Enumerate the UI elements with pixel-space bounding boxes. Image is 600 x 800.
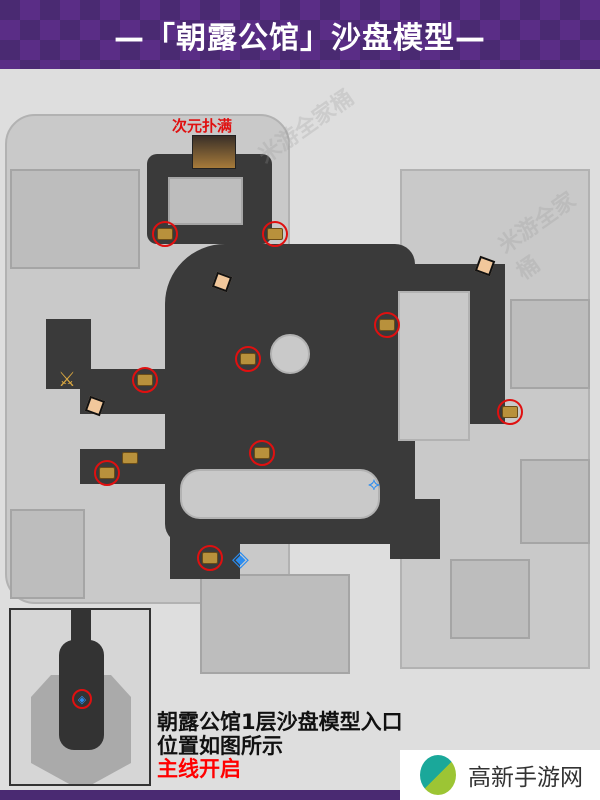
building-s (200, 574, 350, 674)
chest-marker[interactable] (497, 399, 523, 425)
chest-icon (137, 374, 153, 386)
chest-marker[interactable] (197, 545, 223, 571)
boss-label: 次元扑满 (172, 117, 233, 135)
minimap-inset: ◈ (9, 608, 151, 786)
chest-marker[interactable] (262, 221, 288, 247)
chest-icon (267, 228, 283, 240)
chest-marker[interactable] (132, 367, 158, 393)
sword-icon[interactable]: ⚔ (58, 367, 76, 391)
chest-marker[interactable] (152, 221, 178, 247)
site-logo-text: 高新手游网 (468, 765, 583, 791)
chest-icon (379, 319, 395, 331)
page-title: —「朝露公馆」沙盘模型— (114, 20, 486, 56)
minimap-entrance-marker[interactable]: ◈ (72, 689, 92, 709)
central-fountain (270, 334, 310, 374)
chest-icon (157, 228, 173, 240)
teleport-waypoint-icon[interactable]: ⟡ (368, 474, 380, 495)
statue-waypoint-icon[interactable]: ◈ (232, 547, 249, 572)
footer-strip (0, 790, 600, 800)
chest-marker[interactable] (94, 460, 120, 486)
building-se2 (450, 559, 530, 639)
boss-icon[interactable] (192, 135, 236, 169)
caption-line-3: 主线开启 (157, 757, 241, 781)
site-logo-icon (420, 755, 456, 795)
building-sw (10, 509, 85, 599)
chest-icon[interactable] (122, 452, 138, 464)
chest-icon (202, 552, 218, 564)
building-se (520, 459, 590, 544)
title-banner: —「朝露公馆」沙盘模型— (0, 0, 600, 69)
chest-icon (99, 467, 115, 479)
chest-marker[interactable] (235, 346, 261, 372)
sandbox-entrance-icon: ◈ (77, 692, 87, 706)
sandbox-map: 米游全家桶 米游全家桶 次元扑满 ⚔ ⟡ ◈ (0, 69, 600, 790)
caption-line-2: 位置如图所示 (157, 734, 283, 758)
south-terrace (180, 469, 380, 519)
chest-icon (240, 353, 256, 365)
floor-southeast (390, 499, 440, 559)
caption-line-1: 朝露公馆1层沙盘模型入口 (157, 710, 403, 734)
site-logo: 高新手游网 (400, 750, 600, 800)
chest-icon (254, 447, 270, 459)
east-platform (398, 291, 470, 441)
north-room-center (168, 177, 243, 225)
chest-icon (502, 406, 518, 418)
building-e (510, 299, 590, 389)
chest-marker[interactable] (249, 440, 275, 466)
building-nw (10, 169, 140, 269)
chest-marker[interactable] (374, 312, 400, 338)
